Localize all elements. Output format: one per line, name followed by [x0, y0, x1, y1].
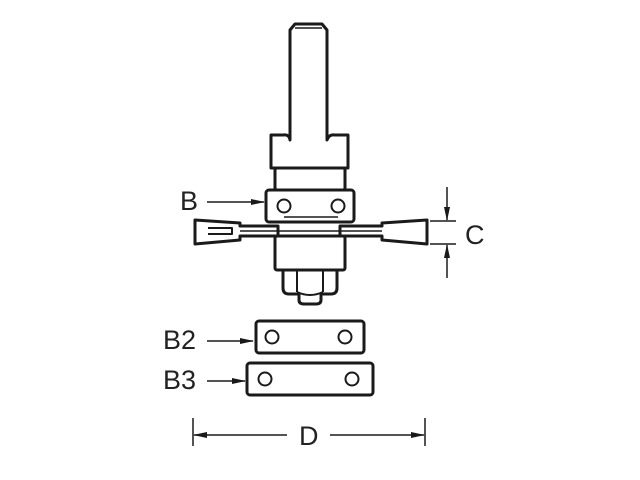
label-c: C [465, 220, 485, 250]
bearing-b3-hole-left [257, 371, 273, 387]
lower-body [273, 234, 347, 272]
hex-nut [281, 270, 339, 306]
cutter-wing-left [193, 218, 280, 246]
body-collar [273, 166, 347, 192]
label-b: B [180, 186, 198, 216]
cutter-slot-left [208, 227, 233, 235]
label-b3: B3 [163, 365, 196, 395]
bearing-b2-hole-left [264, 329, 280, 345]
bearing-b-hole-right [330, 198, 346, 214]
bearing-b2 [254, 319, 366, 355]
bearing-b-hole-left [276, 198, 292, 214]
cutter-wing-right [338, 218, 429, 246]
bearing-b3 [245, 361, 375, 397]
bearing-b [264, 188, 356, 224]
bearing-b2-hole-right [337, 329, 353, 345]
label-b2: B2 [163, 325, 196, 355]
bearing-b3-hole-right [344, 371, 360, 387]
shank [269, 22, 350, 170]
label-d: D [299, 421, 319, 451]
